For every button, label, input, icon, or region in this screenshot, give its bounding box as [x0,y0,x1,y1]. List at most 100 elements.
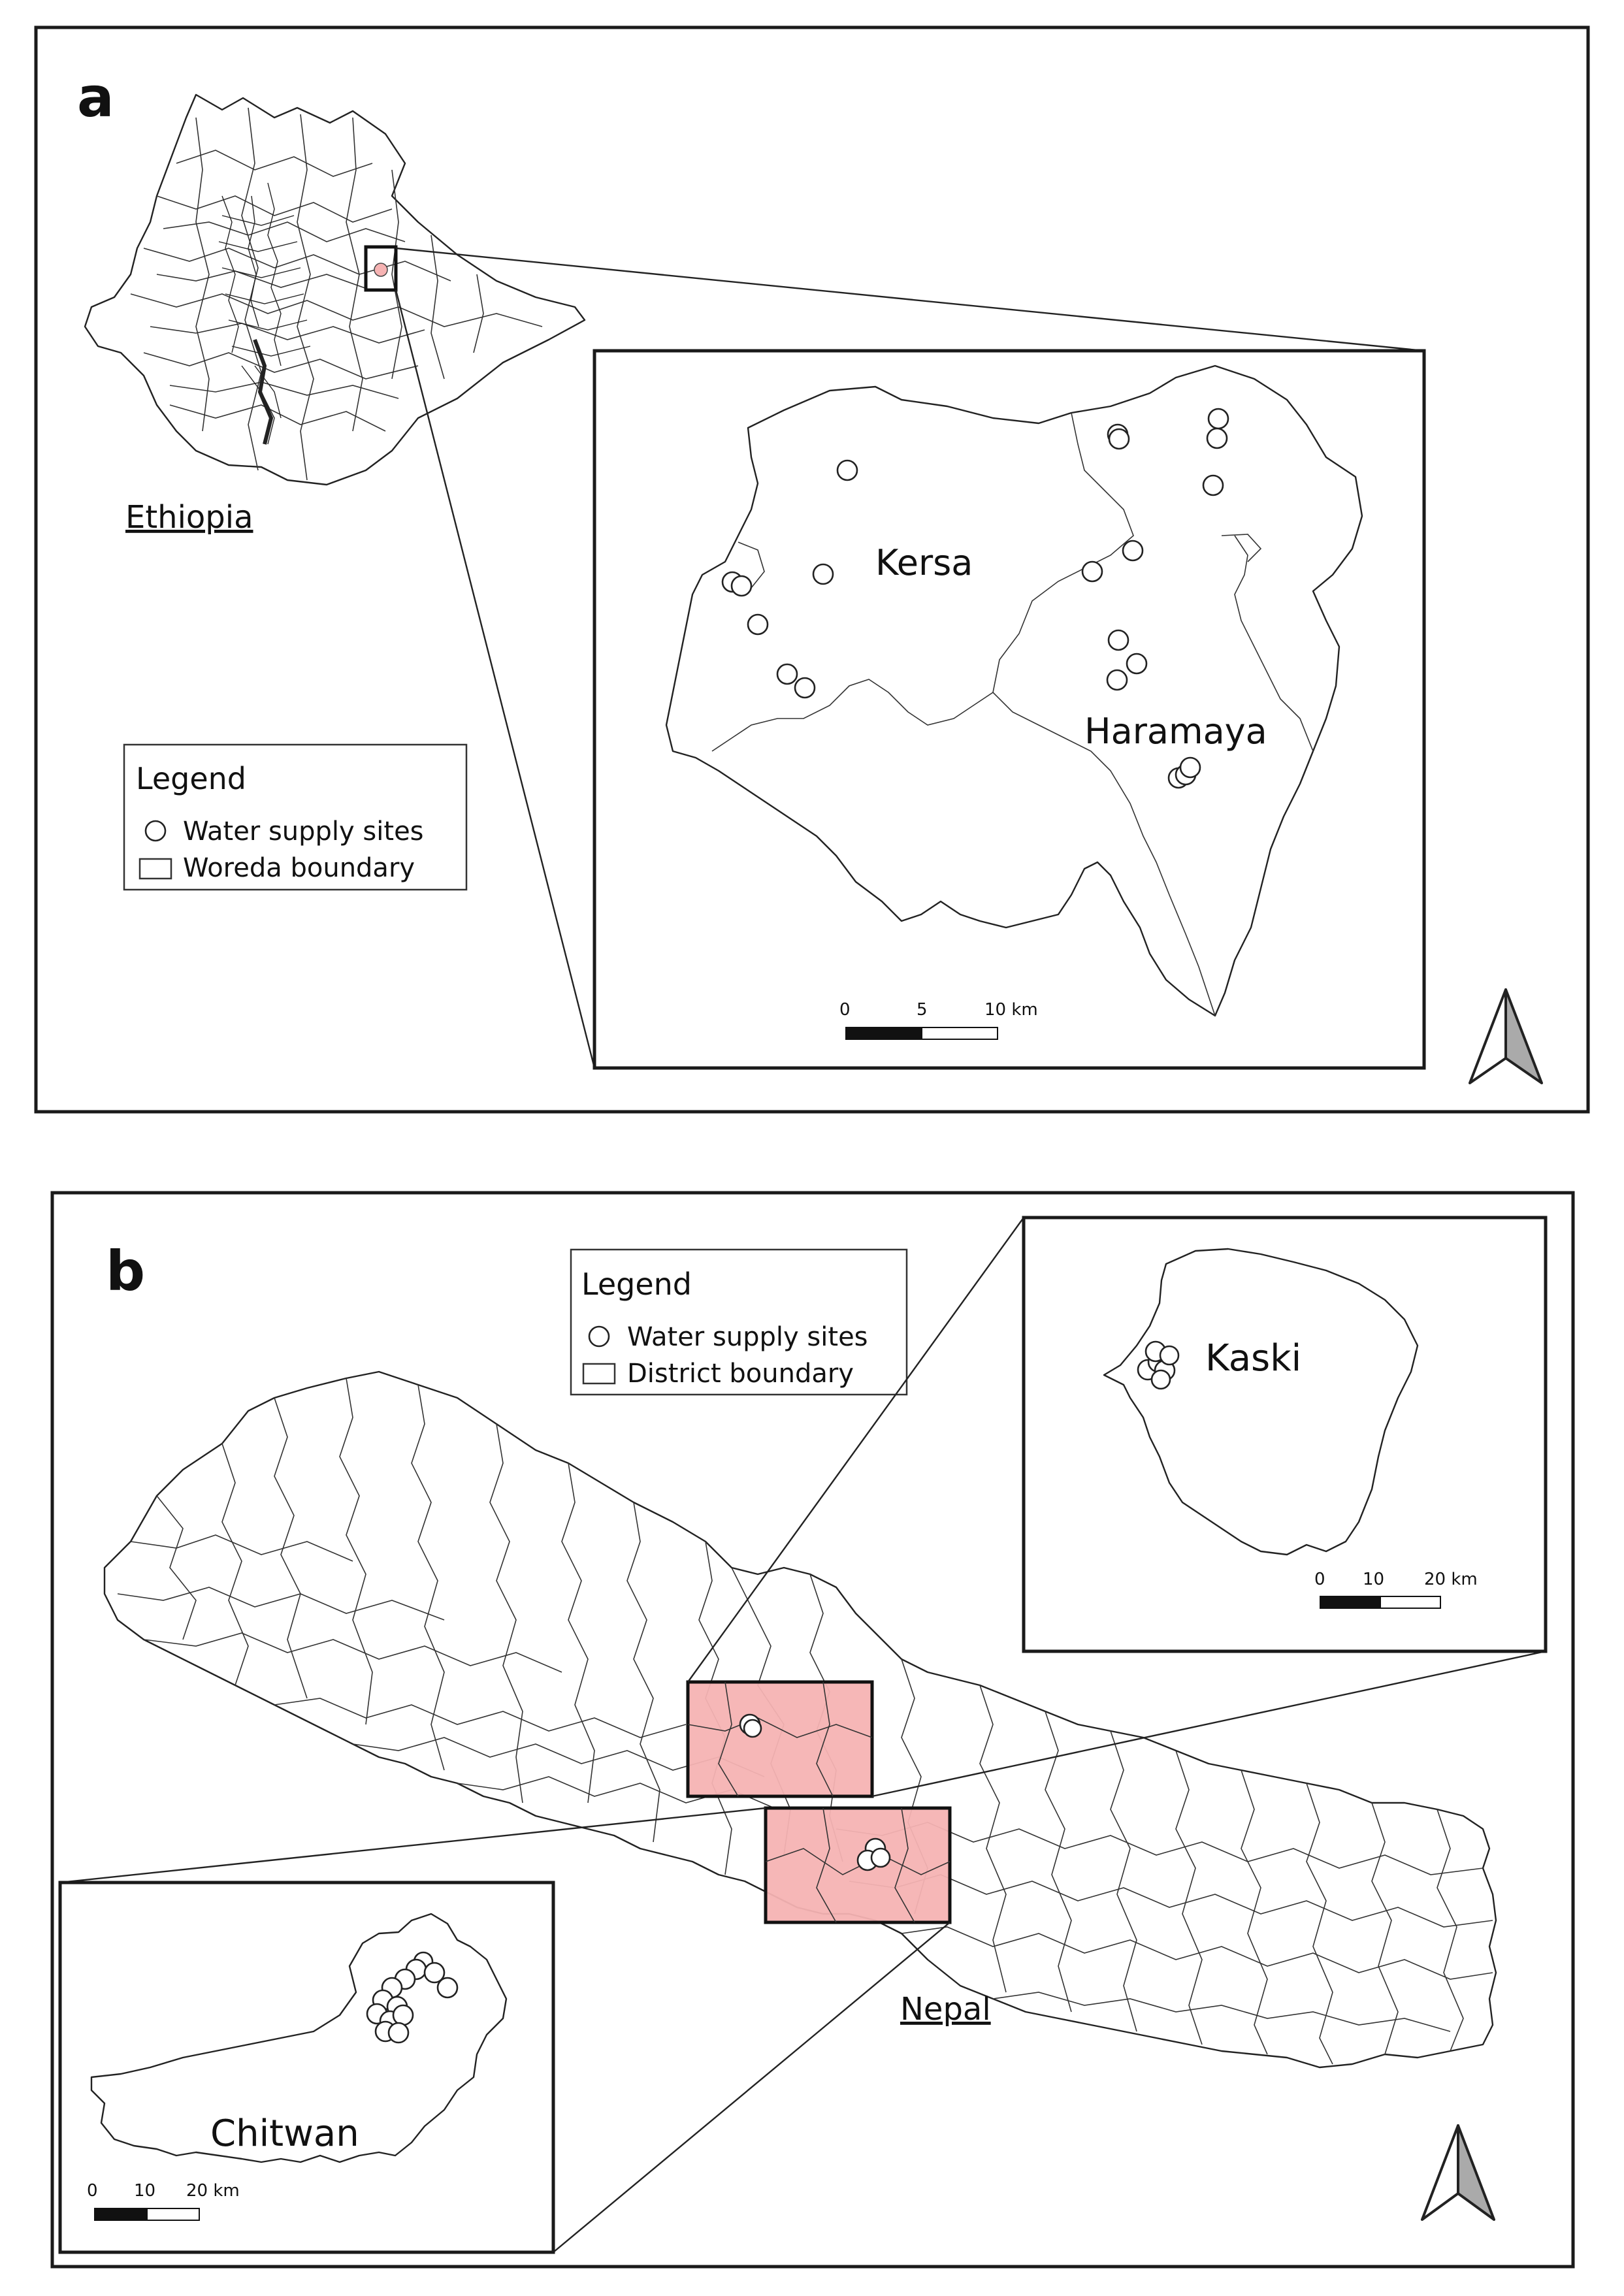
site-marker [776,663,798,685]
zoom-line-bottom [395,289,596,1069]
site-marker [1179,756,1201,779]
kaski-box-boundaries [718,1681,739,1797]
site-marker [1202,474,1224,496]
kersa-boundary [711,412,1134,752]
study-area-outline [665,364,1363,1017]
chitwan-box-boundaries [894,1807,915,1923]
panel-a: a [34,25,1590,1114]
boundary-swatch-icon [582,1363,616,1385]
site-marker [436,1977,459,1999]
panel-a-legend-sites: Water supply sites [183,817,424,847]
site-marker [387,2022,410,2044]
kaski-box-boundaries [687,1717,873,1738]
ethiopia-dense-districts [218,182,311,445]
water-supply-site-icon [588,1325,610,1348]
zoom-line-kaski-bottom [871,1650,1546,1798]
scale-tick-10: 10 [1363,1570,1384,1589]
panel-b-letter: b [106,1239,145,1303]
zoom-line-chitwan-top [59,1807,766,1884]
panel-b-legend-sites: Water supply sites [627,1322,868,1352]
site-marker [870,1847,891,1868]
chitwan-inset: Chitwan 0 10 20 km [58,1881,555,2254]
kaski-label: Kaski [1205,1337,1301,1380]
scale-segment-dark [845,1027,922,1040]
site-marker [812,563,834,585]
site-marker [836,459,858,481]
nepal-map [103,1370,1497,2069]
panel-a-scale-bar: 0 5 10 km [839,1000,1038,1040]
kaski-outline [1103,1248,1419,1556]
chitwan-scale-bar: 0 10 20 km [87,2181,240,2221]
site-marker [1122,540,1144,562]
ethiopia-outline [84,93,586,486]
panel-a-legend-title: Legend [136,761,246,796]
kaski-highlight-box [686,1680,874,1798]
north-arrow-icon [1421,2124,1495,2221]
panel-a-legend-box [123,743,468,891]
scale-segment-light [1380,1596,1441,1609]
ethiopia-woreda-boundaries [130,107,543,481]
kersa-haramaya-sites [721,408,1229,789]
scale-tick-20: 20 km [186,2181,240,2201]
scale-tick-5: 5 [917,1000,928,1020]
ethiopia-overview-map [84,93,586,486]
site-marker [1106,669,1128,691]
kaski-inset: Kaski 0 10 20 km [1022,1216,1548,1653]
panel-b-legend-title: Legend [581,1267,692,1302]
site-marker [730,575,753,597]
site-marker [1107,629,1129,651]
panel-b-legend-box [570,1248,908,1396]
haramaya-north-boundary [1234,535,1314,752]
chitwan-sites [366,1951,459,2044]
scale-tick-0: 0 [1314,1570,1325,1589]
water-supply-site-icon [144,820,167,842]
site-marker [747,613,769,636]
north-arrow-icon [1469,988,1543,1084]
kaski-scale-bar: 0 10 20 km [1314,1570,1478,1609]
panel-a-legend: Legend Water supply sites Woreda boundar… [123,743,468,891]
scale-segment-dark [94,2208,148,2221]
chitwan-highlight-box [764,1806,952,1924]
ethiopia-label: Ethiopia [125,499,253,536]
site-marker [1207,408,1229,430]
scale-tick-0: 0 [87,2181,98,2201]
site-marker [423,1962,446,1984]
haramaya-label: Haramaya [1084,711,1267,752]
zoom-line-top [395,247,1425,352]
site-marker [1150,1369,1171,1390]
panel-a-letter: a [77,65,114,129]
site-marker [794,677,816,699]
kersa-haramaya-inset: Kersa Haramaya 0 5 10 km [593,349,1426,1070]
ethiopia-study-area-box [364,245,398,292]
panel-b-legend-boundary: District boundary [627,1359,854,1389]
panel-b-legend: Legend Water supply sites District bound… [570,1248,908,1396]
scale-segment-light [921,1027,998,1040]
nepal-label: Nepal [900,1991,991,2028]
scale-segment-dark [1320,1596,1381,1609]
chitwan-label: Chitwan [210,2112,359,2155]
scale-tick-20: 20 km [1424,1570,1478,1589]
site-marker [743,1719,762,1738]
scale-tick-0: 0 [839,1000,851,1020]
zoom-line-chitwan-bottom [553,1922,950,2253]
ethiopia-study-area-marker [374,263,388,277]
site-marker [1108,428,1130,450]
chitwan-box-boundaries [816,1807,837,1923]
haramaya-notch-boundary [1221,534,1262,562]
boundary-swatch-icon [138,858,172,880]
site-marker [1081,560,1103,583]
scale-segment-light [146,2208,200,2221]
panel-a-legend-boundary: Woreda boundary [183,853,415,883]
scale-tick-10: 10 [134,2181,155,2201]
kaski-box-boundaries [816,1681,834,1797]
zoom-line-kaski-top [687,1217,1024,1683]
kaski-sites [1137,1340,1180,1390]
site-marker [1126,653,1148,675]
site-marker [392,2004,414,2026]
ethiopia-dense-area [253,338,274,445]
panel-b: b Legend Water supply sites District bou… [50,1191,1575,2269]
site-marker [1159,1345,1180,1366]
haramaya-west-boundary [992,692,1216,1016]
site-marker [1206,427,1228,449]
